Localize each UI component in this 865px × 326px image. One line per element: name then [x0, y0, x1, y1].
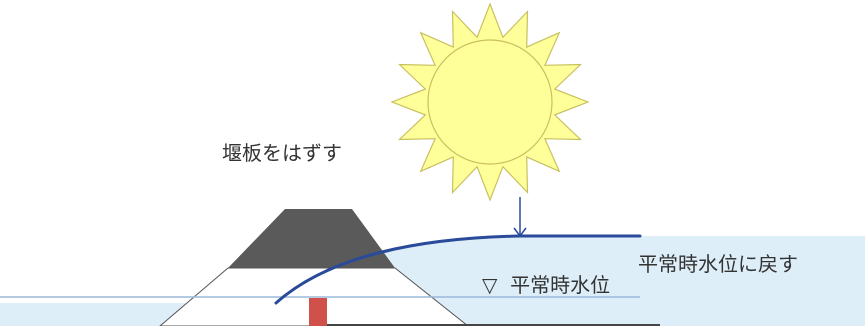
down-arrow-icon [513, 197, 527, 238]
remove-weir-board-label: 堰板をはずす [222, 141, 342, 165]
sun-core [427, 39, 553, 165]
weir-board [309, 298, 327, 326]
water-surface-curve [274, 234, 642, 305]
sun-icon [390, 2, 590, 202]
normal-water-level-label: ▽ 平常時水位 [482, 273, 610, 297]
normal-water-level-text: 平常時水位 [510, 273, 611, 297]
return-to-normal-label: 平常時水位に戻す [638, 252, 798, 276]
water-level-symbol: ▽ [482, 273, 498, 297]
embankment-top [228, 209, 395, 268]
